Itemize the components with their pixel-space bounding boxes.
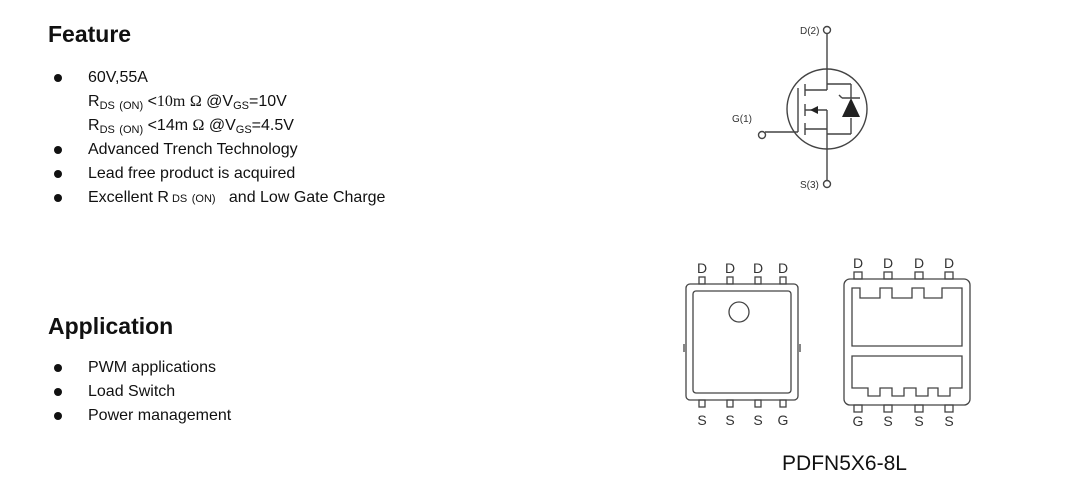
rds-on-subscript: (ON) xyxy=(119,124,144,136)
package-bottom-view-body xyxy=(843,278,971,406)
top-view-pin xyxy=(779,399,787,408)
feature-text: and Low Gate Charge xyxy=(228,189,386,206)
bottom-view-pin xyxy=(944,271,954,280)
pin-label: S xyxy=(753,412,762,428)
package-top-view-body xyxy=(685,283,799,401)
package-name: PDFN5X6-8L xyxy=(782,452,907,475)
rds-subscript: DS xyxy=(99,124,115,136)
ohm-symbol: Ω xyxy=(192,117,205,134)
list-item: Power management xyxy=(52,404,231,428)
rds-subscript: DS xyxy=(99,100,115,112)
bottom-view-pin xyxy=(944,404,954,413)
rds-on-subscript: (ON) xyxy=(119,100,144,112)
pin-label: D xyxy=(697,260,707,276)
pin-label: S xyxy=(914,413,923,429)
list-item: Excellent R DS (ON) and Low Gate Charge xyxy=(52,186,385,210)
bottom-view-pin xyxy=(883,271,893,280)
source-terminal xyxy=(822,179,832,189)
list-item: RDS (ON) <10m Ω @VGS=10V xyxy=(52,90,385,114)
source-label: S(3) xyxy=(800,180,819,191)
rds-subscript: DS xyxy=(168,193,188,205)
drain-pad xyxy=(851,287,963,347)
at-v-symbol: @V xyxy=(208,117,236,134)
top-view-pin xyxy=(779,276,787,285)
diode-triangle xyxy=(842,98,860,117)
pin-label: D xyxy=(725,260,735,276)
pin-label: G xyxy=(853,413,864,429)
ohm-symbol: Ω xyxy=(189,93,202,110)
rds-value: 10m xyxy=(156,93,186,110)
bottom-view-pin xyxy=(853,404,863,413)
feature-list: 60V,55A RDS (ON) <10m Ω @VGS=10V RDS (ON… xyxy=(52,66,385,210)
list-item: PWM applications xyxy=(52,356,231,380)
pin1-marker xyxy=(728,301,750,323)
bottom-view-pin xyxy=(883,404,893,413)
bottom-view-pin xyxy=(853,271,863,280)
bottom-view-pin xyxy=(914,404,924,413)
pin-label: D xyxy=(753,260,763,276)
at-v-symbol: @V xyxy=(206,93,234,110)
vgs-subscript: GS xyxy=(233,100,249,112)
pin-label: D xyxy=(883,255,893,271)
source-pad xyxy=(851,355,963,397)
pin-label: S xyxy=(697,412,706,428)
pin-label: S xyxy=(944,413,953,429)
mosfet-schematic: D(2) G(1) S(3) xyxy=(732,25,868,191)
top-view-pin xyxy=(754,399,762,408)
diode-zener-tip xyxy=(838,94,843,99)
bottom-view-pin xyxy=(914,271,924,280)
drain-label: D(2) xyxy=(800,26,819,37)
package-top-view-inner xyxy=(692,290,792,394)
vgs-subscript: GS xyxy=(235,124,252,136)
less-than-symbol: < xyxy=(147,117,157,134)
top-view-pin xyxy=(698,276,706,285)
application-text: PWM applications xyxy=(88,359,217,376)
rds-value: 14m xyxy=(156,117,189,134)
pin-label: G xyxy=(778,412,789,428)
less-than-symbol: < xyxy=(147,93,157,110)
rds-on-subscript: (ON) xyxy=(191,193,216,205)
feature-text: Advanced Trench Technology xyxy=(88,141,298,158)
package-outline: D D D D S S S G D D D D G S S S xyxy=(683,255,971,429)
feature-text: Lead free product is acquired xyxy=(88,165,296,182)
spec-voltage-current: 60V,55A xyxy=(88,69,148,86)
list-item: Lead free product is acquired xyxy=(52,162,385,186)
application-text: Power management xyxy=(88,407,232,424)
pin-label: D xyxy=(914,255,924,271)
drain-terminal xyxy=(822,25,832,35)
list-item: 60V,55A xyxy=(52,66,385,90)
top-view-pin xyxy=(754,276,762,285)
application-text: Load Switch xyxy=(88,383,176,400)
top-view-pin xyxy=(698,399,706,408)
feature-title: Feature xyxy=(48,21,132,47)
feature-text: Excellent R xyxy=(88,189,169,206)
test-condition: =10V xyxy=(249,93,287,110)
channel-arrow xyxy=(810,106,818,114)
test-condition: =4.5V xyxy=(251,117,294,134)
pin-label: D xyxy=(944,255,954,271)
list-item: RDS (ON) <14m Ω @VGS=4.5V xyxy=(52,114,385,138)
pin-label: D xyxy=(853,255,863,271)
gate-label: G(1) xyxy=(732,114,752,125)
top-view-pin xyxy=(726,399,734,408)
list-item: Advanced Trench Technology xyxy=(52,138,385,162)
rds-symbol: R xyxy=(88,93,100,110)
top-view-pin xyxy=(726,276,734,285)
gate-terminal xyxy=(757,130,767,140)
pin-label: D xyxy=(778,260,788,276)
pin-label: S xyxy=(725,412,734,428)
application-list: PWM applications Load Switch Power manag… xyxy=(52,356,231,428)
list-item: Load Switch xyxy=(52,380,231,404)
pin-label: S xyxy=(883,413,892,429)
application-title: Application xyxy=(48,313,174,339)
rds-symbol: R xyxy=(88,117,100,134)
